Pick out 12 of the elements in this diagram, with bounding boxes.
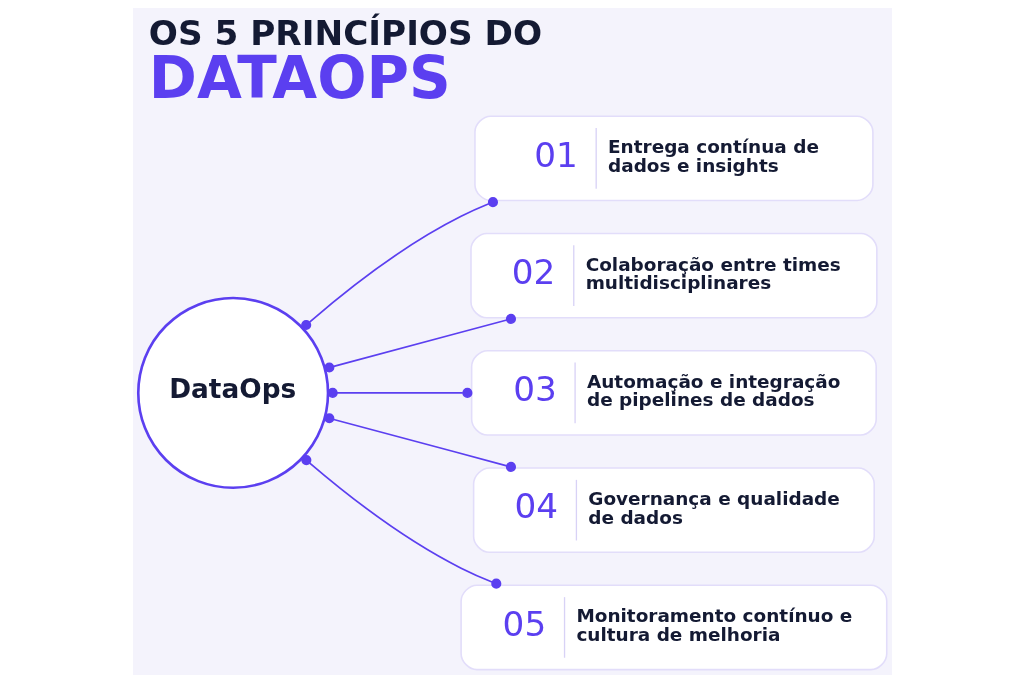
connector [323, 413, 516, 472]
connector [323, 313, 516, 373]
node-box: 02 Colaboração entre times multidisciplinares [469, 232, 878, 319]
node-box: 04 Governança e qualidade de dados [472, 467, 875, 554]
node-box: 03 Automação e integração de pipelines de dados [470, 349, 877, 436]
connector [300, 455, 501, 589]
node-box: 01 Entrega contínua de dados e insights [473, 115, 874, 202]
connector [300, 197, 498, 331]
node-box: 05 Monitoramento contínuo e cultura de melhoria [459, 584, 887, 671]
connector [327, 387, 472, 398]
diagram-title: OS 5 PRINCÍPIOS DO DATAOPS [148, 12, 542, 112]
node-circle: DataOps [136, 296, 329, 490]
